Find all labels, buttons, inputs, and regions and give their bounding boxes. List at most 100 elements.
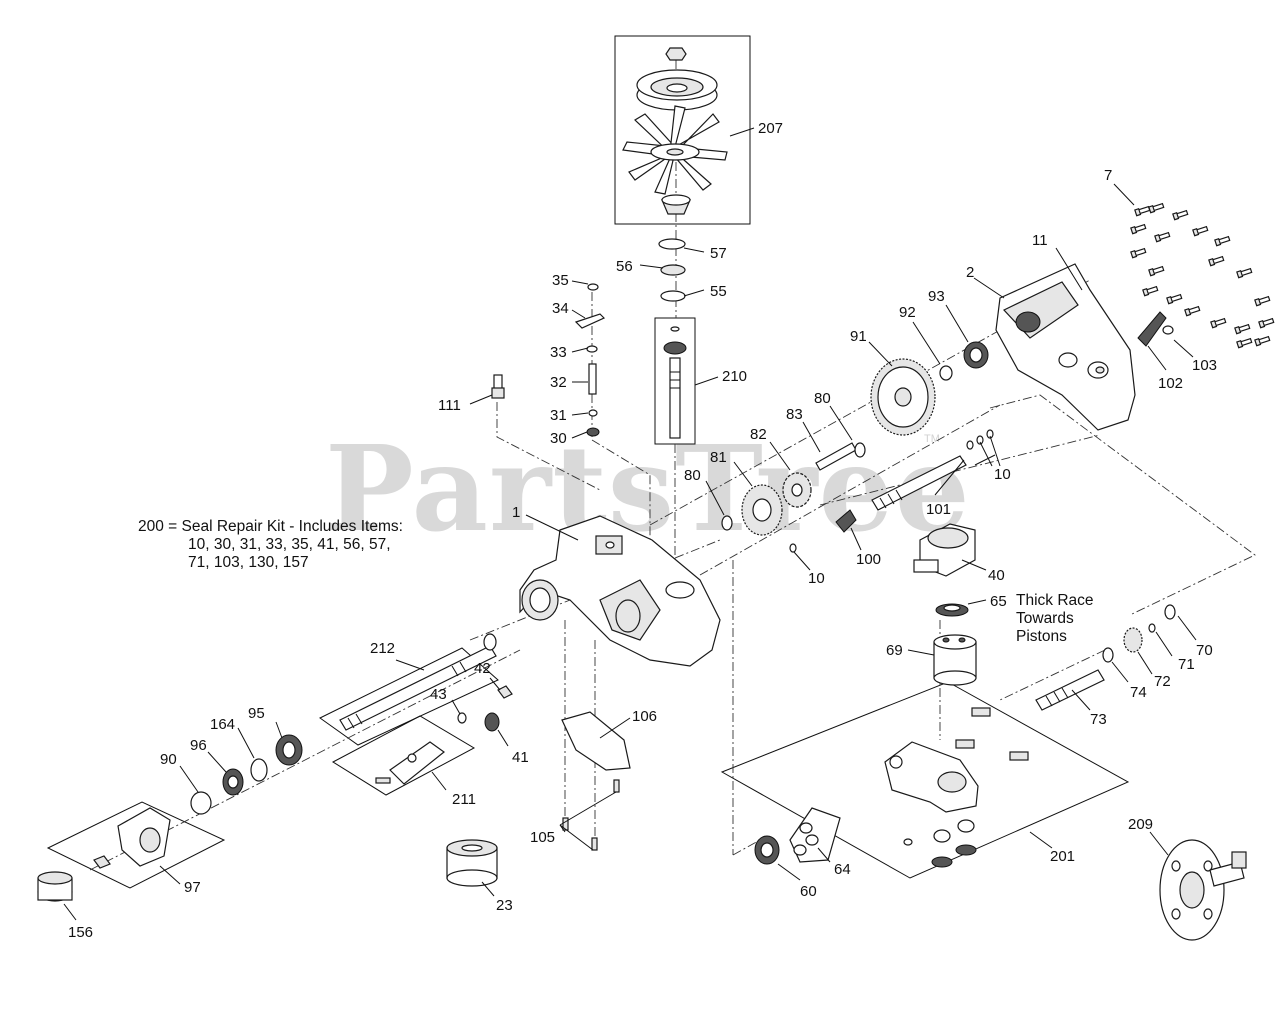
- kit-201-frame: [720, 681, 1130, 879]
- swashplate-housing-40: [913, 523, 976, 577]
- kit-207-frame: [614, 35, 751, 225]
- callout-102: 102: [1158, 375, 1183, 392]
- callout-111: 111: [438, 397, 461, 414]
- callout-32: 32: [550, 374, 567, 391]
- race-orientation-note: Thick Race Towards Pistons: [1016, 592, 1094, 645]
- callout-95: 95: [248, 705, 265, 722]
- washer-55: [660, 290, 686, 302]
- bracket-106: [561, 711, 631, 771]
- callout-57: 57: [710, 245, 727, 262]
- callout-92: 92: [899, 304, 916, 321]
- callout-83: 83: [786, 406, 803, 423]
- callout-211: 211: [452, 791, 476, 808]
- callout-23: 23: [496, 897, 513, 914]
- bolt-7-head: [1214, 237, 1222, 247]
- cover-bolts: [1130, 202, 1275, 349]
- rings-10: [789, 429, 994, 553]
- callout-100: 100: [856, 551, 881, 568]
- bolt-7-head: [1172, 211, 1180, 221]
- kit-note-line2: 10, 30, 31, 33, 35, 41, 56, 57,: [188, 536, 391, 553]
- bolt-7-head: [1142, 287, 1150, 297]
- callout-97: 97: [184, 879, 201, 896]
- ring-71: [1148, 623, 1156, 633]
- callout-60: 60: [800, 883, 817, 900]
- washer-74: [1102, 647, 1114, 663]
- bearing-95-bore: [282, 741, 296, 759]
- bolt-7-head: [1210, 319, 1218, 329]
- callout-11: 11: [1032, 232, 1048, 249]
- arm-102: [1137, 311, 1167, 347]
- callout-35: 35: [552, 272, 569, 289]
- seal-kit-note: 200 = Seal Repair Kit - Includes Items: …: [138, 518, 403, 571]
- main-housing-1: [519, 515, 721, 667]
- wheel-hub-209: [1159, 839, 1247, 941]
- seal-41: [484, 712, 500, 732]
- callout-201: 201: [1050, 848, 1075, 865]
- callout-96: 96: [190, 737, 207, 754]
- callout-30: 30: [550, 430, 567, 447]
- fitting-42: [497, 685, 513, 699]
- bearing-93-bore: [969, 347, 983, 363]
- callout-40: 40: [988, 567, 1005, 584]
- callout-207: 207: [758, 120, 783, 137]
- callout-156: 156: [68, 924, 93, 941]
- washer-80-upper: [854, 442, 866, 458]
- shaft-101: [871, 455, 967, 511]
- washer-80-lower: [721, 515, 733, 531]
- hub-97: [93, 807, 171, 869]
- bolt-7-head: [1130, 225, 1138, 235]
- thrust-bearing-65-race: [943, 604, 961, 612]
- bolt-7-head: [1134, 207, 1142, 217]
- callout-103: 103: [1192, 357, 1217, 374]
- kit-97-frame: [46, 801, 226, 889]
- bolt-7-head: [1254, 297, 1262, 307]
- washer-92: [939, 365, 953, 381]
- callout-43: 43: [430, 686, 447, 703]
- callout-74: 74: [1130, 684, 1147, 701]
- cap-156: [37, 871, 73, 902]
- piston-block-64: [789, 807, 841, 863]
- input-shaft-210: [663, 326, 687, 439]
- watermark-text: PartsTree: [325, 419, 971, 558]
- gear-81: [741, 484, 783, 536]
- callout-7: 7: [1104, 167, 1112, 184]
- callout-33: 33: [550, 344, 567, 361]
- bolts-105: [562, 779, 620, 851]
- gear-91: [870, 358, 936, 436]
- callout-80-lower: 80: [684, 467, 701, 484]
- bolt-7-head: [1208, 257, 1216, 267]
- leader-lines: [63, 127, 1197, 921]
- callout-209: 209: [1128, 816, 1153, 833]
- callout-71: 71: [1178, 656, 1195, 673]
- motor-shaft-73: [1035, 669, 1105, 711]
- oil-filter-23: [446, 839, 498, 887]
- callout-93: 93: [928, 288, 945, 305]
- callout-91: 91: [850, 328, 867, 345]
- plate-211: [375, 741, 445, 785]
- kit-note-line3: 71, 103, 130, 157: [188, 554, 309, 571]
- bearing-60-bore: [760, 842, 774, 858]
- watermark-trademark: TM: [924, 433, 940, 445]
- callout-10-lower: 10: [808, 570, 825, 587]
- callout-101: 101: [926, 501, 951, 518]
- bolt-7-head: [1254, 337, 1262, 347]
- bolt-7-head: [1192, 227, 1200, 237]
- callout-73: 73: [1090, 711, 1107, 728]
- callout-105: 105: [530, 829, 555, 846]
- bolt-7-head: [1166, 295, 1174, 305]
- bolt-7-head: [1258, 319, 1266, 329]
- callout-81: 81: [710, 449, 727, 466]
- callout-80-upper: 80: [814, 390, 831, 407]
- callout-70: 70: [1196, 642, 1213, 659]
- callout-1: 1: [512, 504, 520, 521]
- snap-ring-57: [658, 238, 686, 250]
- callout-65: 65: [990, 593, 1007, 610]
- center-section-201: [884, 707, 1029, 868]
- callout-labels: 207 57 56 55 210 35 34 33 32 31 30 111 7…: [68, 120, 1217, 941]
- callout-42: 42: [474, 660, 491, 677]
- kit-211-frame: [331, 715, 476, 796]
- bolt-7-head: [1234, 325, 1242, 335]
- callout-56: 56: [616, 258, 633, 275]
- nut-103: [1162, 325, 1174, 335]
